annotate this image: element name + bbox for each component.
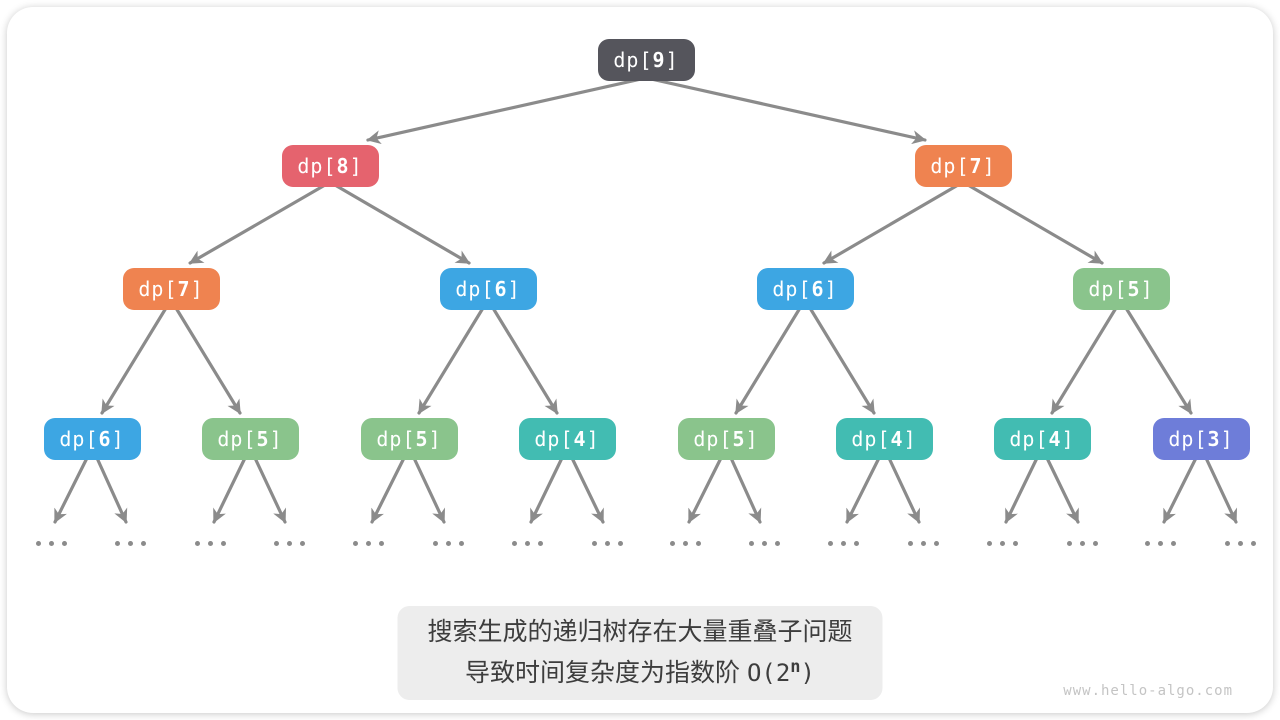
tree-node-dp-3-14: dp[3] [1152,418,1250,460]
ellipsis-node [190,541,230,546]
ellipsis-node [587,541,627,546]
ellipsis-node [665,541,705,546]
tree-edge [366,77,643,145]
tree-node-dp-8-1: dp[8] [281,145,379,187]
tree-node-dp-5-11: dp[5] [677,418,775,460]
tree-edge [529,456,564,524]
tree-node-dp-6-4: dp[6] [439,268,537,310]
tree-node-dp-7-3: dp[7] [122,268,220,310]
tree-edge [1124,306,1193,415]
watermark: www.hello-algo.com [1063,683,1233,699]
tree-node-dp-4-10: dp[4] [518,418,616,460]
diagram-card: dp[9] dp[8] dp[7] dp[7] dp[6] dp[6] dp[5] dp[6]… [7,7,1273,713]
tree-edge [1050,306,1118,415]
tree-node-dp-4-12: dp[4] [835,418,933,460]
caption-line-1: 搜索生成的递归树存在大量重叠子问题 [427,618,853,646]
ellipsis-node [507,541,547,546]
tree-edge [570,456,605,524]
tree-edge [95,456,128,524]
ellipsis-node [31,541,71,546]
ellipsis-node [428,541,468,546]
tree-edge [649,77,927,145]
tree-node-dp-6-5: dp[6] [756,268,854,310]
tree-edge [1204,456,1238,524]
tree-edge [53,456,89,524]
tree-edge [417,306,485,415]
ellipsis-node [1062,541,1102,546]
tree-edge [412,456,446,524]
tree-edge [100,306,168,415]
tree-edge [729,456,762,524]
ellipsis-node [269,541,309,546]
ellipsis-node [110,541,150,546]
tree-edge [1004,456,1039,524]
tree-edge [808,306,876,415]
tree-edge [174,306,242,415]
tree-edge [491,306,559,415]
tree-edge [370,456,406,524]
tree-edge [687,456,723,524]
tree-node-dp-5-9: dp[5] [360,418,458,460]
ellipsis-node [744,541,784,546]
tree-edge [887,456,921,524]
tree-node-dp-4-13: dp[4] [993,418,1091,460]
tree-edges [53,77,1238,524]
tree-edge [966,183,1104,265]
tree-edge [845,456,881,524]
tree-node-dp-9-0: dp[9] [597,39,695,81]
ellipsis-node [903,541,943,546]
tree-edge [734,306,802,415]
ellipsis-node [982,541,1022,546]
ellipsis-node [823,541,863,546]
tree-node-dp-6-7: dp[6] [43,418,141,460]
ellipsis-node [348,541,388,546]
caption-line-2-text: 导致时间复杂度为指数阶 [464,659,747,687]
ellipsis-node [1140,541,1180,546]
tree-node-dp-7-2: dp[7] [914,145,1012,187]
tree-node-dp-5-6: dp[5] [1072,268,1170,310]
caption-line-2: 导致时间复杂度为指数阶 O(2n) [427,650,852,691]
tree-edge [1162,456,1198,524]
tree-edge [1045,456,1080,524]
tree-node-dp-5-8: dp[5] [201,418,299,460]
tree-edge [212,456,247,524]
complexity-formula: O(2n) [746,657,816,687]
caption-box: 搜索生成的递归树存在大量重叠子问题 导致时间复杂度为指数阶 O(2n) [397,606,883,700]
tree-edge [333,183,471,265]
ellipsis-node [1220,541,1260,546]
tree-edge [253,456,287,524]
tree-edge [188,183,327,265]
tree-edge [822,183,960,265]
